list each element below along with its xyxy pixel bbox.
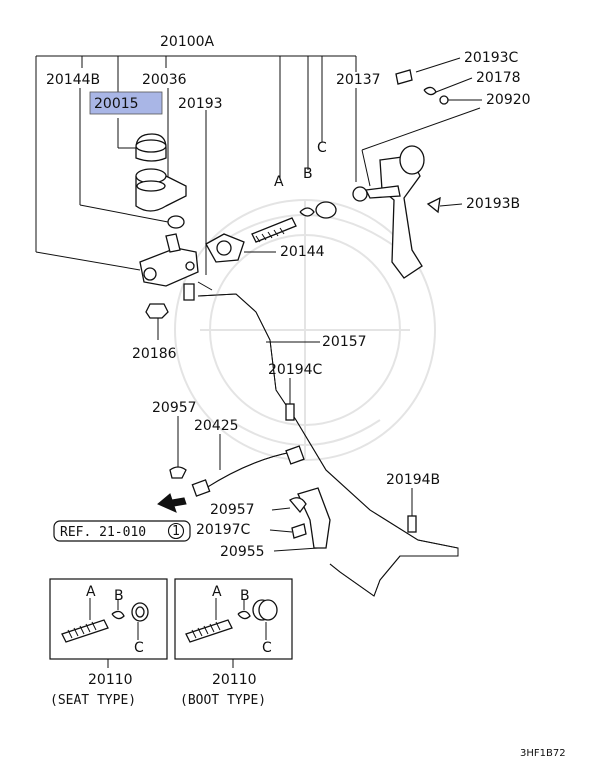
label-20425: 20425 [194,418,239,434]
label-20137: 20137 [336,72,381,88]
inset-seat-type: A B C [49,578,168,668]
inset-seat-letter-b: B [114,588,124,604]
reference-text: REF. 21-010 [60,525,146,540]
seat-type-caption: (SEAT TYPE) [50,693,136,708]
pipe-clamp-upper [285,403,295,421]
direction-arrow-icon [157,493,187,513]
inset-boot-letter-a: A [212,584,222,600]
pipe-clamp-lower [407,515,417,533]
bolt-part [291,523,307,539]
label-20194C: 20194C [268,362,323,378]
inset-seat-letter-a: A [86,584,96,600]
clip-part [299,207,315,217]
reference-box: REF. 21-010 1 [53,520,191,542]
label-20193: 20193 [178,96,223,112]
label-20194B: 20194B [386,472,440,488]
bushing-part [352,186,368,202]
snap-clip-part [423,86,437,96]
inset-boot-type: A B C [174,578,293,668]
ring-part [439,95,449,105]
split-pin-part [426,196,441,214]
inset-boot-letter-b: B [240,588,250,604]
hose-bracket-part [297,487,331,549]
master-cylinder-part [139,233,199,301]
label-20110-boot: 20110 [212,672,257,688]
nut-part [145,303,169,319]
hose-clip-lower [289,497,307,514]
letter-b-label: B [303,166,313,182]
push-rod-part [251,217,297,243]
letter-c-label: C [317,140,327,156]
pin-part [197,281,213,291]
label-20015: 20015 [94,96,139,112]
label-20100A: 20100A [160,34,215,50]
leader-lines [35,55,482,552]
highlight-box-20015 [89,91,163,115]
label-20197C: 20197C [196,522,251,538]
grommet-part [167,215,185,229]
label-20036: 20036 [142,72,187,88]
boot-type-caption: (BOOT TYPE) [180,693,266,708]
clutch-pedal-part [365,145,425,279]
label-20110-seat: 20110 [88,672,133,688]
clutch-hose-part [191,445,305,497]
label-20193B: 20193B [466,196,520,212]
boot-part [315,201,337,219]
label-20178: 20178 [476,70,521,86]
reservoir-cap-part [135,133,167,162]
label-20144: 20144 [280,244,325,260]
inset-boot-letter-c: C [262,640,272,656]
label-20957-upper: 20957 [152,400,197,416]
label-20186: 20186 [132,346,177,362]
label-20157: 20157 [322,334,367,350]
hose-clip-upper [169,466,187,479]
inset-seat-letter-c: C [134,640,144,656]
clevis-pin-part [395,69,413,85]
figure-code: 3HF1B72 [520,748,566,759]
reference-circle-number: 1 [172,524,180,539]
letter-a-label: A [274,174,284,190]
gasket-part [205,233,245,263]
label-20193C: 20193C [464,50,519,66]
label-20144B: 20144B [46,72,100,88]
label-20920: 20920 [486,92,531,108]
label-20955: 20955 [220,544,265,560]
reservoir-part [135,168,187,212]
label-20957-lower: 20957 [210,502,255,518]
